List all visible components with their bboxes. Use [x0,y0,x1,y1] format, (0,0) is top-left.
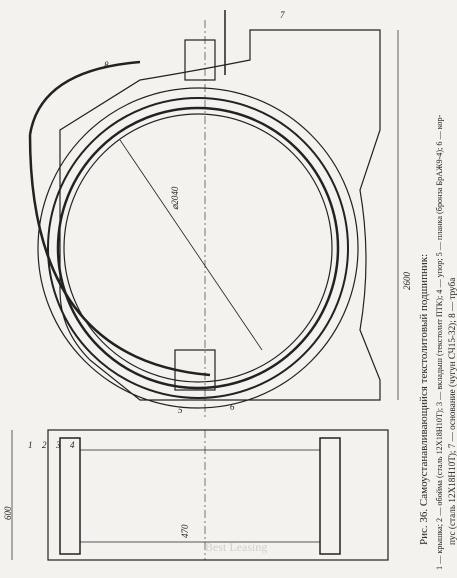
section-flange-right [319,437,341,555]
diameter-label: ⌀2040 [170,186,180,210]
liner-ring [56,106,340,390]
length-label: 470 [180,524,190,539]
part-5-label: 5 [178,405,183,415]
housing-outline [59,29,381,401]
caption-line-3: пус (сталь 12Х18Н10Т); 7 — основание (чу… [447,277,457,545]
part-7-label: 7 [280,10,285,20]
bottom-fitting [174,349,216,391]
part-2-label: 2 [42,440,47,450]
bore-ring [63,113,333,383]
diameter-line [119,139,263,351]
width-label: 2600 [402,272,412,290]
part-6-label: 6 [230,402,235,412]
pipe-upper [28,60,141,136]
section-flange-left [59,437,81,555]
pipe-lower [28,134,211,377]
part-1-label: 1 [28,440,33,450]
part-4-label: 4 [70,440,75,450]
section-outline [47,429,389,561]
part-8-label: 8 [104,60,109,70]
caption-line-1: Рис. 36. Самоустанавливающийся текстолит… [418,253,430,545]
caption-line-2: 1 — крышка; 2 — обойма (сталь 12Х18Н10Т)… [435,114,444,570]
top-fitting [184,39,216,81]
outer-ring [37,87,359,409]
part-3-label: 3 [56,440,61,450]
watermark: Best Leasing [205,540,268,554]
height-label: 600 [3,506,13,521]
shell-ring [47,97,349,399]
